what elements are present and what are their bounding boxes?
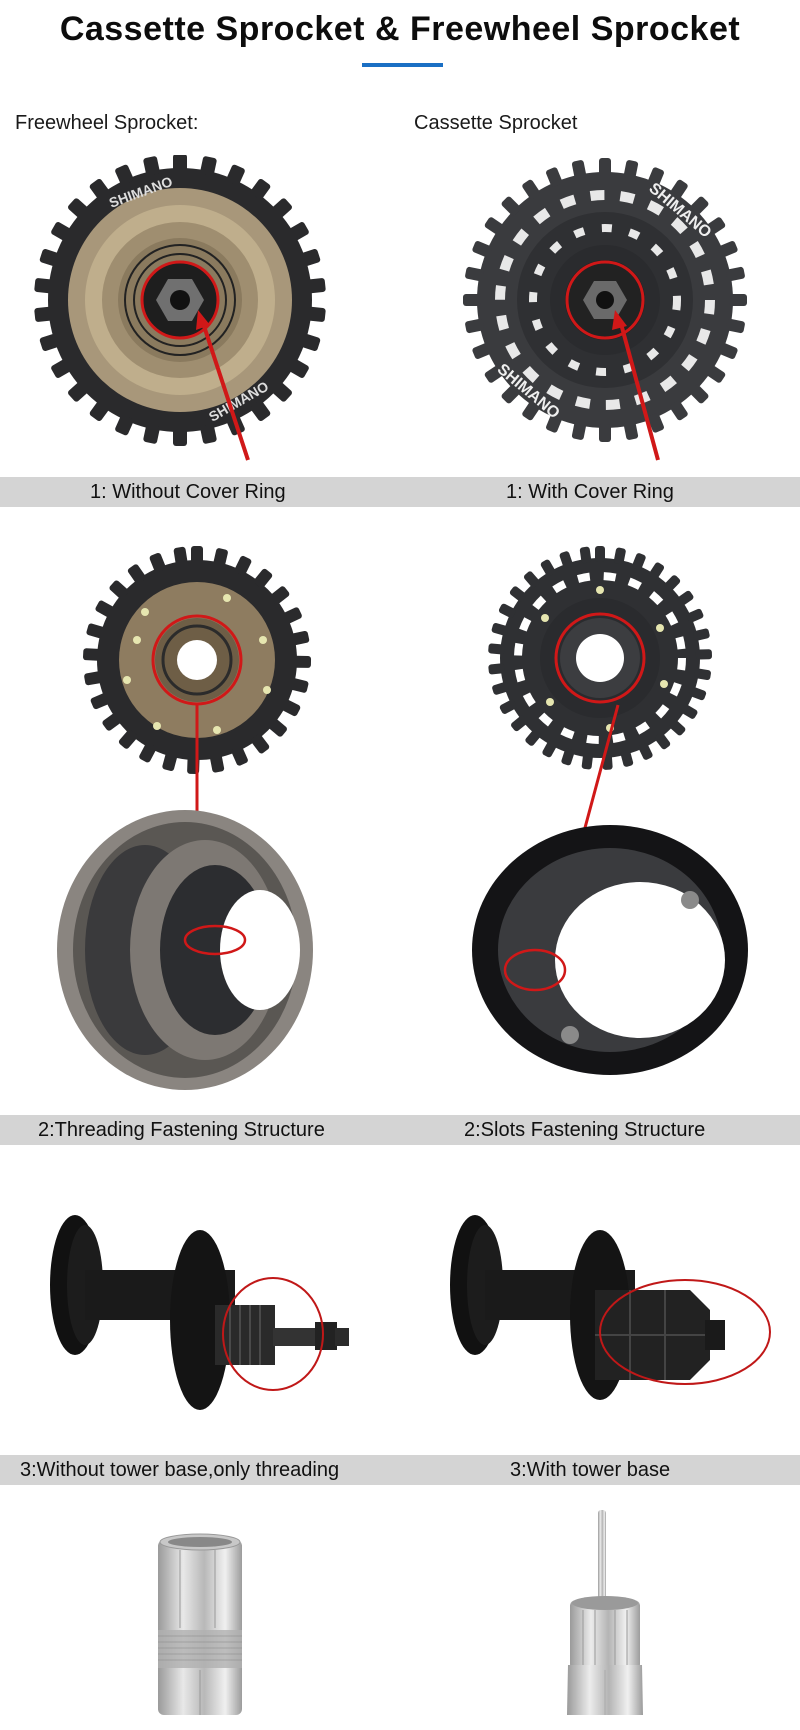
freehub-image bbox=[420, 1210, 790, 1420]
bar-3-left-text: 3:Without tower base,only threading bbox=[20, 1459, 340, 1481]
cassette-front-image: SHIMANO SHIMANO bbox=[460, 155, 760, 465]
bar-2-left-text: 2:Threading Fastening Structure bbox=[38, 1119, 325, 1141]
page-title: Cassette Sprocket & Freewheel Sprocket bbox=[59, 10, 741, 48]
bar-2-right-text: 2:Slots Fastening Structure bbox=[464, 1119, 706, 1141]
cassette-column-label: Cassette Sprocket bbox=[414, 112, 578, 134]
bar-1-right-text: 1: With Cover Ring bbox=[506, 481, 674, 503]
comparison-bar-1: 1: Without Cover Ring 1: With Cover Ring bbox=[0, 477, 800, 507]
threaded-hub-image bbox=[15, 1210, 375, 1420]
comparison-bar-2: 2:Threading Fastening Structure 2:Slots … bbox=[0, 1115, 800, 1145]
freewheel-column-label: Freewheel Sprocket: bbox=[15, 112, 199, 134]
freewheel-back-and-body-image bbox=[55, 540, 355, 1090]
title-underline bbox=[362, 63, 443, 67]
bar-1-left-text: 1: Without Cover Ring bbox=[90, 481, 286, 503]
freewheel-front-image: SHIMANO SHIMANO bbox=[30, 155, 330, 465]
bar-3-right-text: 3:With tower base bbox=[510, 1459, 671, 1481]
freewheel-tool-image bbox=[155, 1530, 245, 1720]
cassette-back-and-spline-image bbox=[470, 540, 770, 1090]
cassette-tool-image bbox=[565, 1505, 645, 1720]
comparison-bar-3: 3:Without tower base,only threading 3:Wi… bbox=[0, 1455, 800, 1485]
